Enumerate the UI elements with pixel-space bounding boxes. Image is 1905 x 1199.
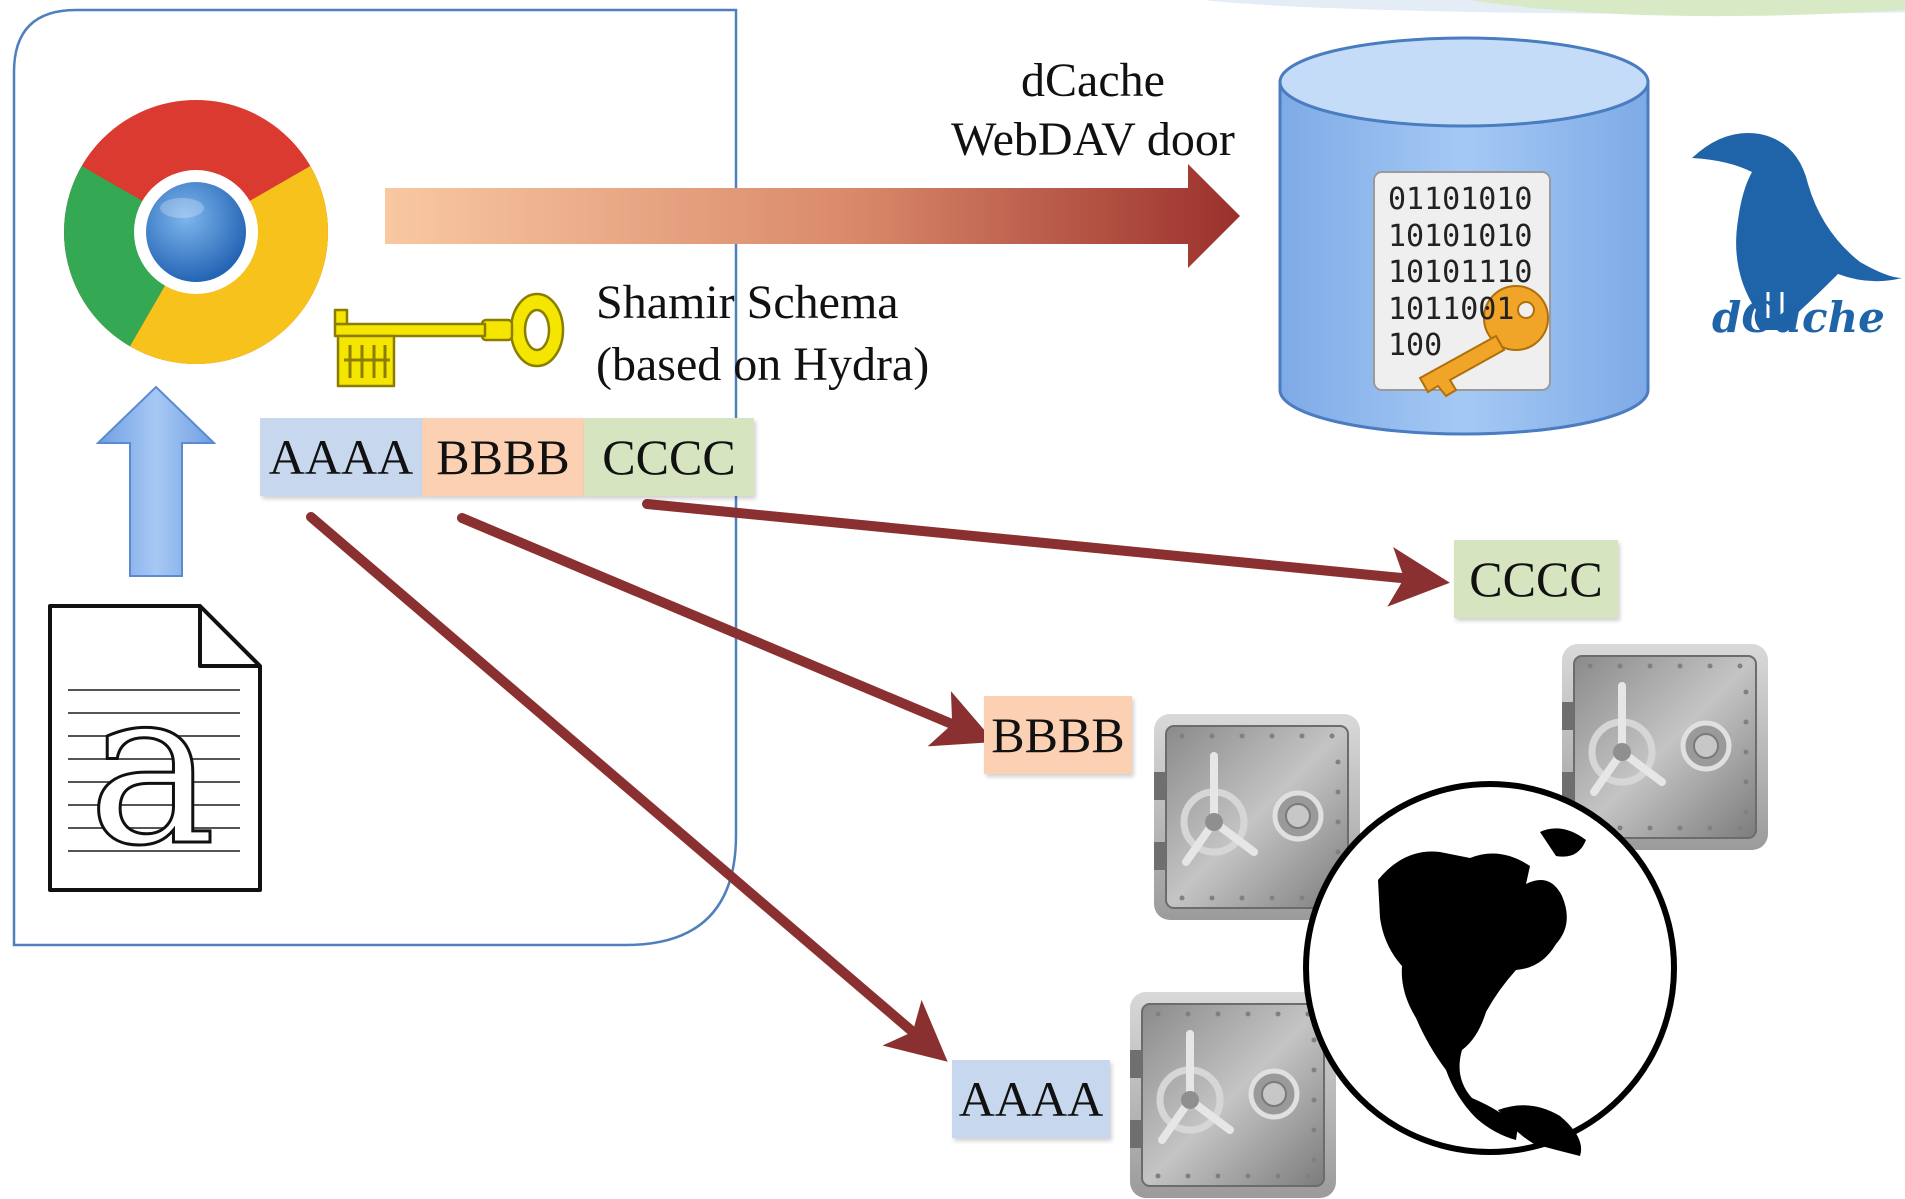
share-arrows [306,499,1450,1062]
dcache-storage-cylinder [1278,36,1650,436]
webdav-door-label: dCache WebDAV door [928,52,1258,169]
arrow-to-bbbb [457,513,995,747]
skeleton-key-icon [333,292,565,388]
gold-key-icon [1418,285,1549,398]
local-share-cccc: CCCC [584,418,754,496]
webdav-door-label-line1: dCache [1021,54,1165,107]
chrome-icon [64,100,328,364]
binary-line: 10101110 [1388,255,1533,290]
local-share-bbbb: BBBB [422,418,584,496]
shamir-schema-label-line2: (based on Hydra) [596,338,930,392]
dcache-logo-text: dCache [1712,293,1885,342]
webdav-door-label-line2: WebDAV door [951,112,1235,166]
remote-share-bbbb: BBBB [984,696,1132,774]
arrow-to-aaaa [306,512,948,1062]
binary-line: 1011001 [1388,291,1515,327]
client-boundary [12,8,738,947]
dcache-logo-bird [1692,133,1902,330]
binary-line: 01101010 [1388,182,1533,217]
binary-line: 10101010 [1388,218,1533,254]
document-glyph: a [88,642,216,893]
webdav-upload-arrow [385,164,1240,268]
remote-share-aaaa: AAAA [952,1060,1110,1138]
local-share-aaaa: AAAA [260,418,422,496]
arrow-to-cccc [642,499,1450,607]
shamir-schema-label-line1: Shamir Schema [596,276,899,329]
remote-share-cccc: CCCC [1454,540,1618,618]
corner-swoosh-decoration [1204,0,1905,17]
binary-line: 100 [1388,328,1443,363]
globe-icon [1303,781,1677,1156]
upload-arrow [95,385,217,577]
shamir-schema-label: Shamir Schema (based on Hydra) [596,272,929,397]
document-icon: a [48,604,262,895]
remote-safe-3 [1130,992,1336,1198]
